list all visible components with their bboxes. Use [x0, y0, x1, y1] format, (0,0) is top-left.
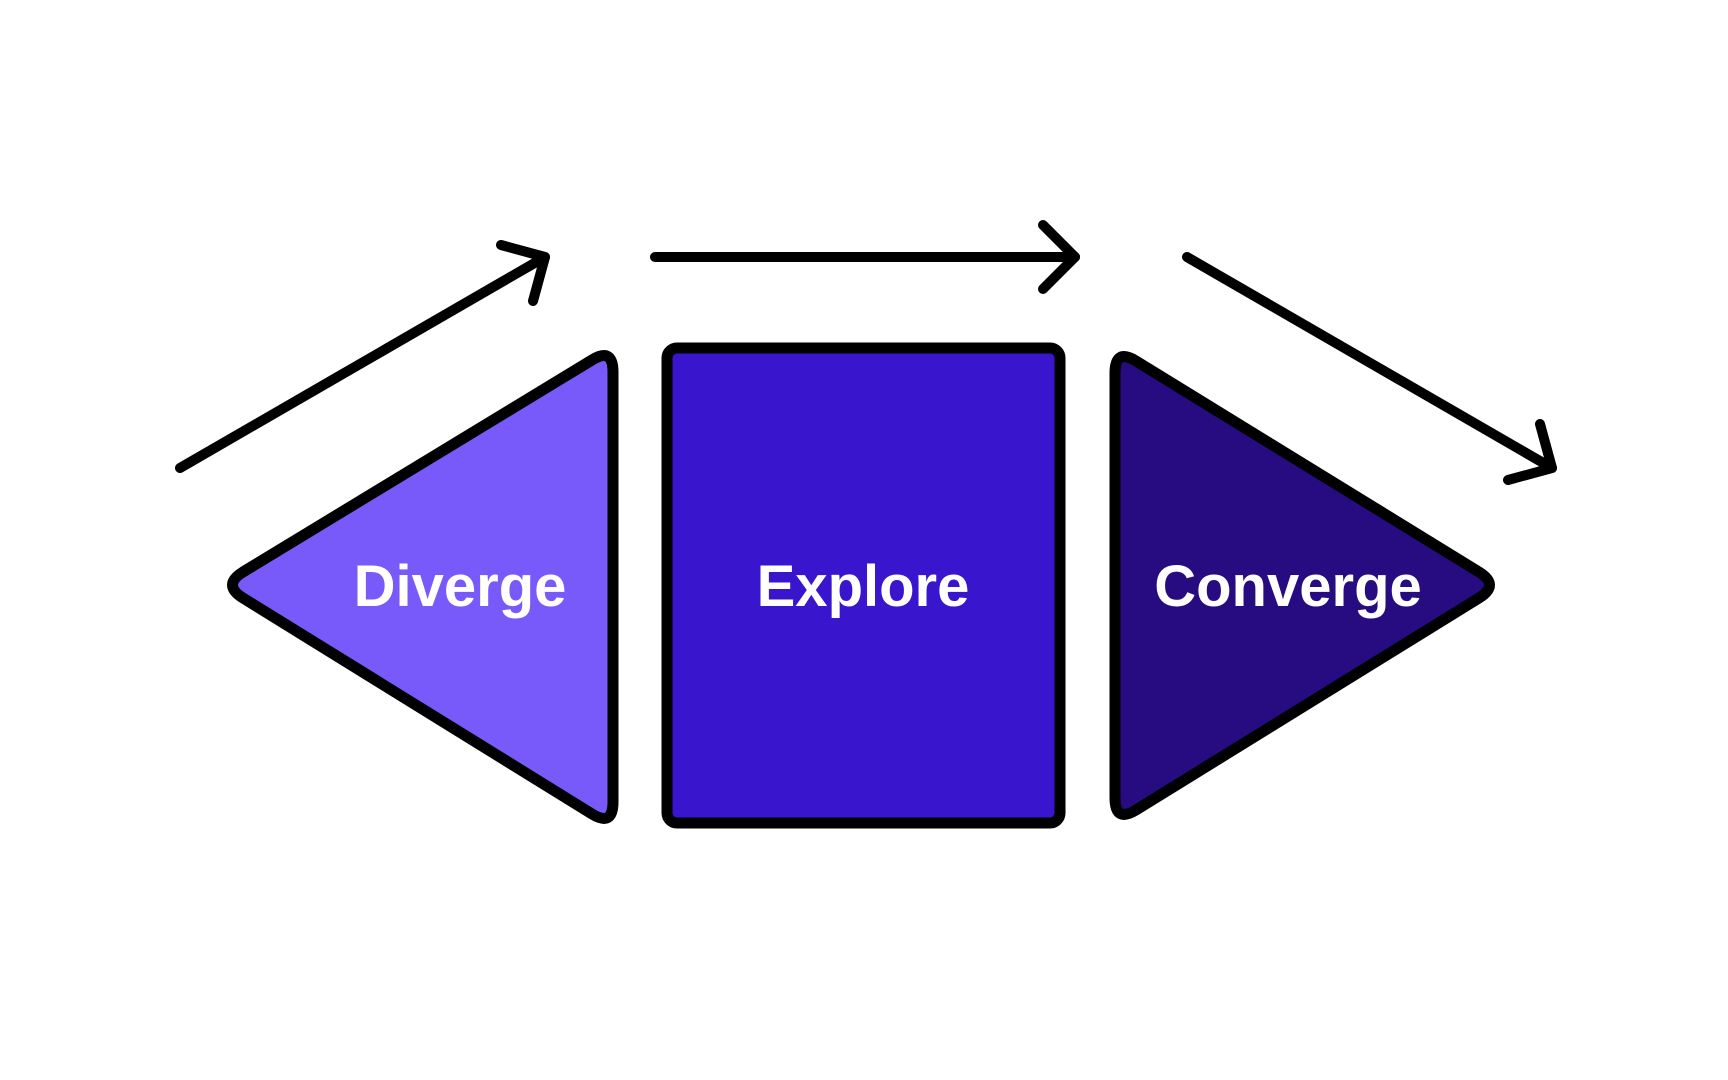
stage-label-converge: Converge: [1154, 554, 1422, 619]
arrow-head: [1038, 220, 1080, 294]
arrow-head: [496, 240, 550, 306]
arrow-head: [1503, 419, 1557, 485]
flow-arrow-descending-icon: [1182, 252, 1557, 485]
stage-label-diverge: Diverge: [354, 554, 567, 619]
flow-arrow-horizontal-icon: [650, 220, 1080, 294]
stage-shape-converge: [1109, 351, 1495, 820]
stage-shape-explore: [661, 342, 1066, 829]
arrow-shaft: [175, 252, 550, 473]
stage-label-explore: Explore: [757, 554, 970, 619]
stage-shape-diverge: [227, 350, 619, 824]
flow-arrow-ascending-icon: [175, 240, 550, 473]
arrow-shaft: [1182, 252, 1557, 473]
